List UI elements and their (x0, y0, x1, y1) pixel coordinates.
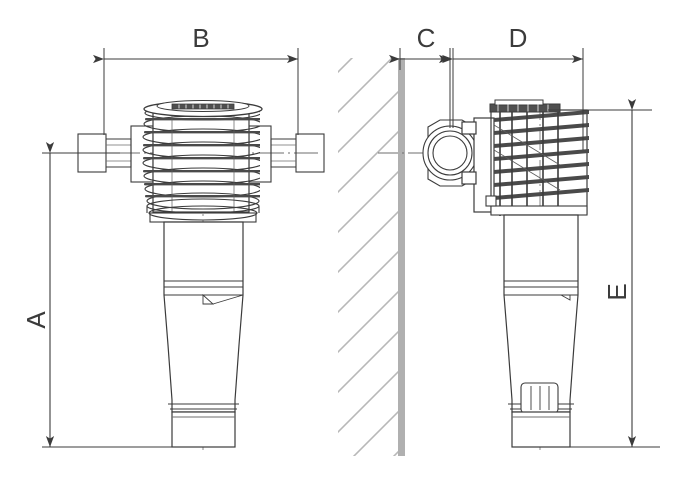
wall (338, 58, 405, 456)
front-filter-bowl (163, 221, 244, 413)
side-drain-spigot (511, 411, 571, 448)
side-filter-fins (490, 104, 589, 216)
dimension-label-A: A (21, 311, 51, 329)
dimension-label-D: D (509, 23, 528, 53)
dimension-label-E: E (602, 283, 632, 300)
side-inlet-port (422, 119, 478, 187)
side-drain-knob[interactable] (520, 382, 559, 414)
dimension-C: C (389, 23, 451, 128)
front-left-port (77, 125, 154, 183)
front-right-port (248, 125, 325, 183)
wall-face (398, 58, 405, 456)
dimension-label-C: C (417, 23, 436, 53)
dimension-A: A (21, 142, 180, 448)
side-body-block (461, 117, 495, 213)
dimension-B: B (93, 23, 299, 135)
side-view (378, 99, 589, 450)
dimension-E: E (520, 99, 660, 448)
front-drain-spigot (171, 411, 236, 448)
front-bowl-bands (164, 280, 244, 410)
front-top-cap (143, 100, 263, 118)
dimension-label-B: B (192, 23, 209, 53)
front-view (42, 100, 325, 450)
dimension-D: D (442, 23, 584, 150)
